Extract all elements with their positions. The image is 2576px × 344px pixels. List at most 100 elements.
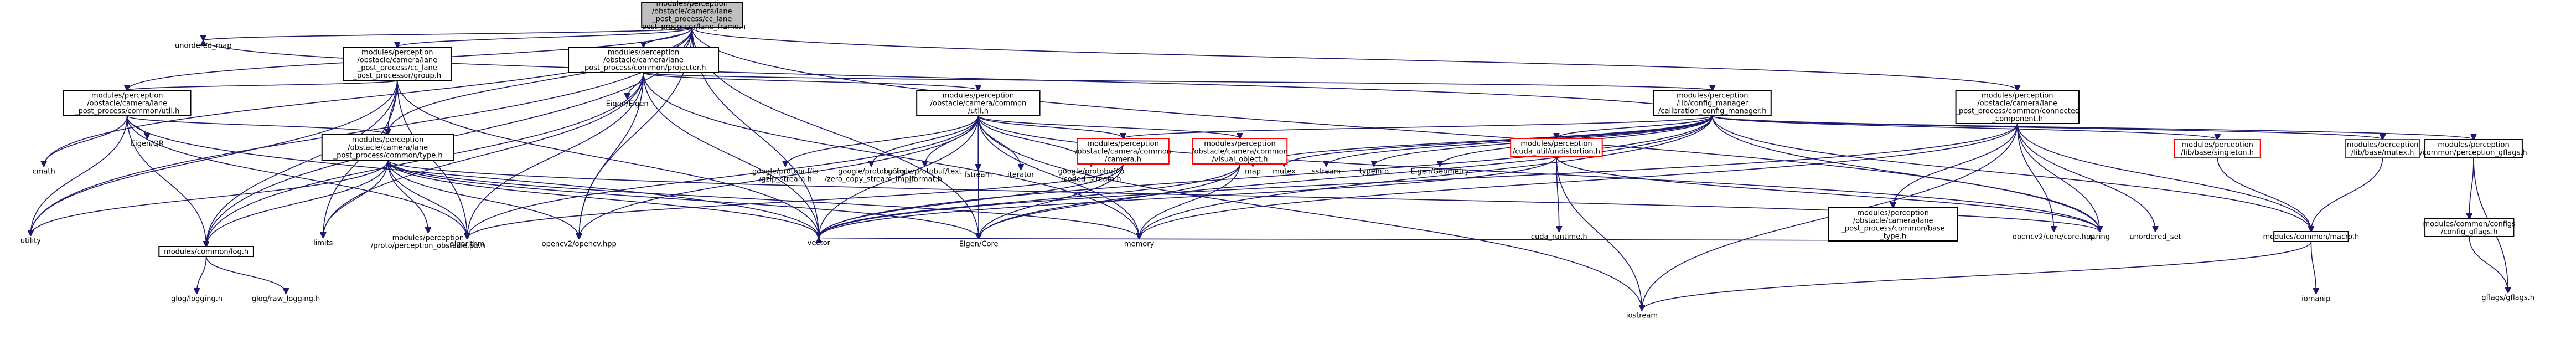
node-label-line: Eigen/Geometry [1411, 168, 1470, 176]
node-opencv2-opencv[interactable]: opencv2/opencv.hpp [542, 239, 617, 249]
node-memory[interactable]: memory [1124, 239, 1155, 249]
edge-connected_component-to-opencv2_core [2016, 123, 2054, 232]
edge-lane_type-to-algorithm [387, 160, 467, 239]
node-text-format[interactable]: google/protobuf/text_format.h [888, 166, 962, 184]
node-box [63, 90, 192, 116]
node-lib-base-mutex[interactable]: modules/perception/lib/base/mutex.h [2345, 139, 2420, 158]
node-label-line: modules/perception [943, 92, 1014, 100]
node-sstream[interactable]: sstream [1312, 166, 1341, 176]
node-map[interactable]: map [1244, 166, 1261, 176]
node-cuda-util-undistortion[interactable]: modules/perception/cuda_util/undistortio… [1510, 138, 1603, 157]
node-iterator[interactable]: iterator [1007, 170, 1036, 179]
node-algorithm[interactable]: algorithm [450, 239, 485, 249]
edge-cc_lane_group-to-common_log [206, 80, 398, 247]
node-common-log[interactable]: modules/common/log.h [158, 246, 254, 257]
node-glog-raw-logging[interactable]: glog/raw_logging.h [252, 294, 320, 304]
node-label-line: modules/perception [1087, 140, 1158, 148]
node-cc-lane-group[interactable]: modules/perception/obstacle/camera/lane_… [343, 47, 452, 81]
edge-camera_common_util-to-gzip_stream [785, 115, 979, 166]
node-label-line: _post_process/cc_lane [357, 64, 437, 73]
node-calibration-config-manager[interactable]: modules/perception/lib/config_manager/ca… [1653, 90, 1772, 116]
node-opencv2-core[interactable]: opencv2/core/core.hpp [2013, 232, 2096, 242]
node-iostream[interactable]: iostream [1626, 310, 1658, 320]
node-unordered-set[interactable]: unordered_set [2129, 232, 2181, 242]
node-camera-h[interactable]: modules/perception/obstacle/camera/commo… [1075, 138, 1171, 165]
node-cmath[interactable]: cmath [32, 166, 55, 176]
node-root[interactable]: modules/perception/obstacle/camera/lane_… [638, 0, 746, 32]
node-gflags[interactable]: gflags/gflags.h [2481, 292, 2534, 302]
edge-common_util-to-lane_type [126, 115, 388, 135]
edge-cc_lane_group-to-utility [30, 80, 398, 235]
edge-connected_component-to-vector [819, 123, 2018, 238]
edge-lane_type-to-memory [387, 160, 1139, 239]
node-zero-copy-stream[interactable]: google/protobuf/io/zero_copy_stream_impl… [825, 166, 918, 184]
node-base-type[interactable]: modules/perception/obstacle/camera/lane_… [1828, 207, 1958, 242]
node-label-line: modules/perception [91, 92, 163, 100]
edge-calibration_config_manager-to-common_macro [1711, 115, 2311, 232]
node-label-line: /common/perception_gflags.h [2420, 149, 2527, 157]
node-config-gflags[interactable]: modules/common/configs/config_gflags.h [2423, 218, 2516, 237]
edge-calibration_config_manager-to-mutex [1284, 115, 1713, 166]
edge-lane_type-to-eigen_core [387, 160, 979, 239]
edge-common_macro-to-iostream [1642, 241, 2312, 310]
node-typeinfo[interactable]: typeinfo [1358, 166, 1390, 176]
node-label-line: unordered_set [2129, 233, 2181, 242]
node-label-line: algorithm [450, 240, 485, 249]
node-glog-logging[interactable]: glog/logging.h [171, 294, 223, 304]
edge-projector-to-algorithm [467, 72, 644, 239]
node-box [158, 246, 254, 257]
node-label-line: modules/common/macro.h [2263, 233, 2359, 242]
node-fstream[interactable]: fstream [964, 170, 992, 179]
node-perception-gflags[interactable]: modules/perception/common/perception_gfl… [2420, 139, 2527, 158]
node-utility[interactable]: utility [18, 235, 44, 245]
node-label-line: _component.h [1992, 115, 2043, 124]
node-label-line: _format.h [907, 176, 942, 184]
node-mutex[interactable]: mutex [1272, 166, 1296, 176]
edge-connected_component-to-string [2016, 123, 2100, 232]
node-label-line: /obstacle/camera/lane [1853, 217, 1933, 225]
node-box [1510, 138, 1603, 157]
node-label-line: Eigen/Core [959, 240, 999, 249]
edge-common_util-to-cmath [44, 115, 128, 166]
node-label-line: /obstacle/camera/lane [652, 8, 732, 16]
node-label-line: modules/perception [2438, 141, 2509, 150]
node-iomanip[interactable]: iomanip [2301, 294, 2330, 304]
node-perception-obstacle-pb[interactable]: modules/perception/proto/perception_obst… [371, 233, 485, 250]
edge-lane_type-to-perception_obstacle_pb [387, 160, 428, 233]
node-label-line: _type.h [1879, 233, 1906, 241]
node-label-line: /obstacle/camera/lane [603, 57, 684, 65]
node-lane-type[interactable]: modules/perception/obstacle/camera/lane_… [321, 134, 454, 161]
node-common-macro[interactable]: modules/common/macro.h [2263, 231, 2359, 242]
node-string[interactable]: string [2087, 232, 2113, 242]
node-camera-common-util[interactable]: modules/perception/obstacle/camera/commo… [916, 90, 1041, 116]
node-connected-component[interactable]: modules/perception/obstacle/camera/lane_… [1955, 90, 2080, 124]
node-gzip-stream[interactable]: google/protobuf/io/gzip_stream.h [752, 166, 819, 184]
node-label-line: modules/perception [352, 136, 423, 145]
edge-calibration_config_manager-to-perception_gflags [1711, 115, 2474, 140]
node-coded-stream[interactable]: google/protobuf/io/coded_stream.h [1057, 166, 1125, 184]
edge-camera_common_util-to-eigen_core [978, 115, 979, 239]
node-label-line: map [1245, 168, 1261, 176]
edge-camera_common_util-to-zero_copy_stream [871, 115, 979, 166]
node-label-line: typeinfo [1359, 168, 1389, 176]
node-cuda-runtime[interactable]: cuda_runtime.h [1531, 232, 1587, 242]
node-box [2273, 231, 2349, 242]
node-eigen-qr[interactable]: Eigen/QR [131, 138, 164, 148]
node-label-line: modules/perception [656, 0, 727, 8]
edge-common_util-to-vector [126, 115, 819, 238]
node-box [1077, 138, 1170, 165]
node-common-util[interactable]: modules/perception/obstacle/camera/lane_… [63, 90, 192, 116]
edge-common_log-to-glog_logging [197, 256, 207, 294]
node-eigen-eigen[interactable]: Eigen/Eigen [606, 99, 649, 109]
node-label-line: modules/common/configs [2423, 220, 2516, 229]
node-box [2424, 139, 2523, 158]
node-limits[interactable]: limits [312, 238, 334, 248]
node-box [2424, 218, 2515, 237]
node-projector[interactable]: modules/perception/obstacle/camera/lane_… [568, 47, 720, 73]
node-unordered-map[interactable]: unordered_map [175, 40, 232, 50]
node-visual-object[interactable]: modules/perception/obstacle/camera/commo… [1192, 138, 1288, 165]
node-eigen-geometry[interactable]: Eigen/Geometry [1411, 166, 1470, 176]
node-vector[interactable]: vector [806, 238, 832, 248]
node-lib-base-singleton[interactable]: modules/perception/lib/base/singleton.h [2174, 139, 2261, 158]
node-eigen-core[interactable]: Eigen/Core [958, 239, 999, 249]
